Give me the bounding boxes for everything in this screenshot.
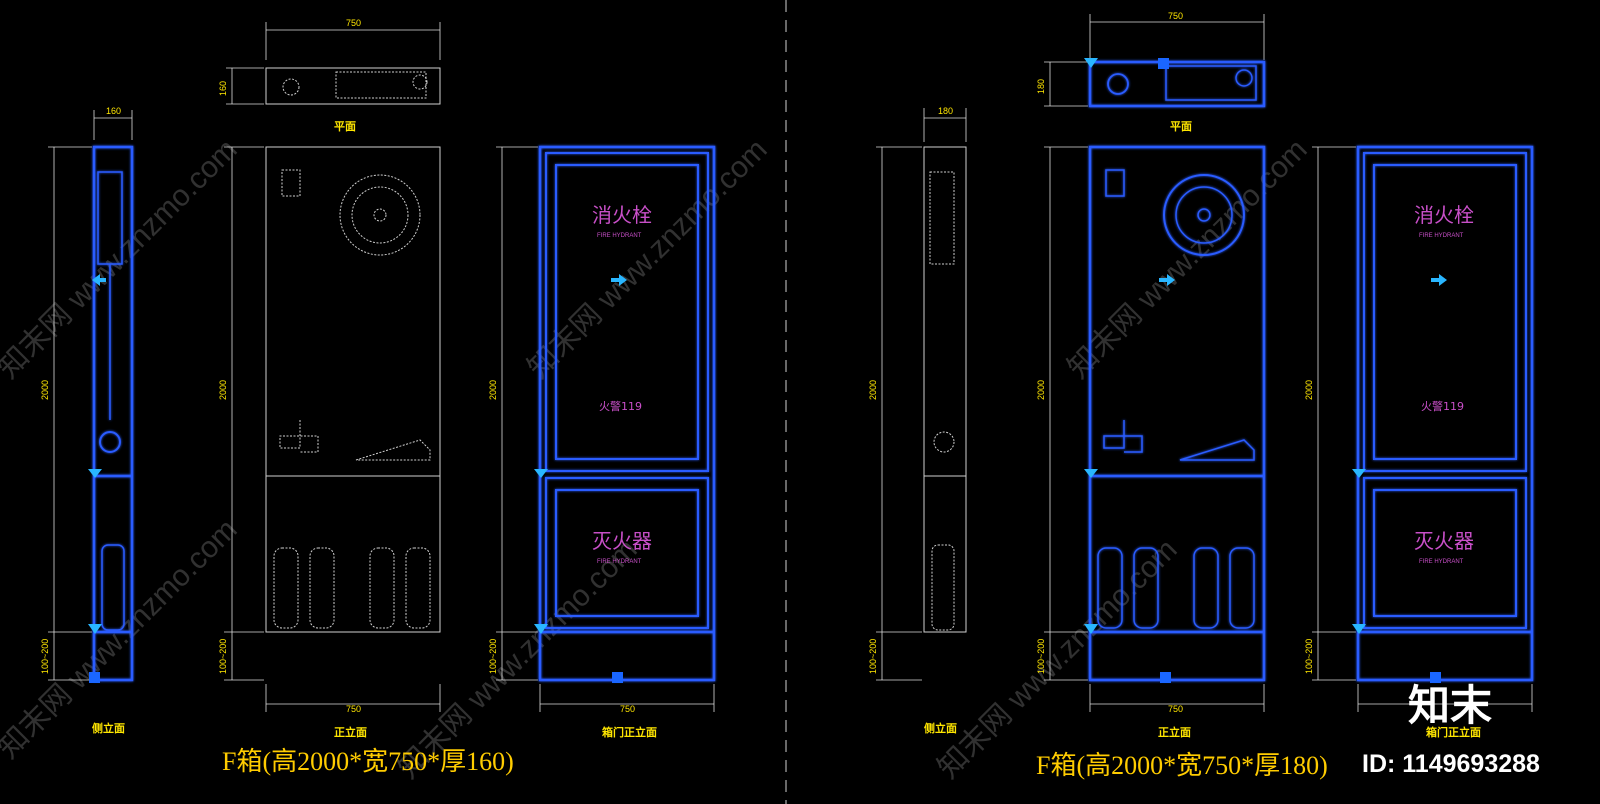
level-marker-icon [534, 469, 548, 478]
front-width-dimension: 750 [346, 704, 361, 714]
left-side-elevation: 160 2000 100~200 侧立面 [40, 106, 134, 735]
side-base-dimension: 100~200 [40, 639, 50, 674]
side-view-label: 侧立面 [92, 721, 125, 735]
door-width-dimension: 750 [620, 704, 635, 714]
front-height-dimension: 2000 [1036, 380, 1046, 400]
level-marker-icon [1352, 624, 1366, 634]
plan-depth-dimension: 180 [1036, 79, 1046, 94]
right-door-elevation: 2000 100~200 消火栓 FIRE HYDRANT 火警119 灭火器 … [1304, 145, 1534, 739]
door-height-dimension: 2000 [1304, 380, 1314, 400]
base-marker-icon [89, 672, 100, 683]
right-plan-view: 750 180 平面 [1036, 11, 1266, 133]
front-width-dimension: 750 [1168, 704, 1183, 714]
extinguisher-sign-subtitle: FIRE HYDRANT [1419, 559, 1464, 565]
left-front-elevation: 2000 100~200 750 正立面 [218, 146, 441, 739]
faint-watermark: 知末网 www.znzmo.com [1062, 133, 1314, 385]
brand-logo-text: 知末 [1408, 682, 1492, 729]
base-marker-icon [612, 672, 623, 683]
front-view-label: 正立面 [1158, 725, 1191, 739]
plan-view-label: 平面 [334, 120, 356, 133]
alarm-sign: 火警119 [599, 399, 642, 413]
left-sheet-title: F箱(高2000*宽750*厚160) [222, 747, 514, 776]
level-marker-icon [1084, 58, 1098, 68]
front-height-dimension: 2000 [218, 380, 228, 400]
left-sheet: 750 160 平面 160 2000 100~200 [40, 18, 716, 776]
front-view-label: 正立面 [334, 725, 367, 739]
brand-watermark: 知末 ID: 1149693288 [1362, 682, 1540, 778]
image-id-text: ID: 1149693288 [1362, 750, 1540, 778]
hose-reel-icon [339, 174, 421, 256]
door-view-label: 箱门正立面 [602, 725, 657, 739]
door-base-dimension: 100~200 [488, 639, 498, 674]
plan-depth-dimension: 160 [218, 81, 228, 96]
side-width-dimension: 160 [106, 106, 121, 116]
faint-watermark: 知末网 www.znzmo.com [932, 533, 1184, 785]
hydrant-sign-subtitle: FIRE HYDRANT [1419, 233, 1464, 239]
left-door-elevation: 2000 100~200 消火栓 FIRE HYDRANT 火警119 灭火器 … [488, 145, 716, 739]
door-view-label: 箱门正立面 [1426, 725, 1481, 739]
front-arrow-icon [1159, 274, 1175, 286]
door-height-dimension: 2000 [488, 380, 498, 400]
alarm-sign: 火警119 [1421, 399, 1464, 413]
front-base-dimension: 100~200 [1036, 639, 1046, 674]
level-marker-icon [88, 624, 102, 634]
left-plan-view: 750 160 平面 [218, 18, 441, 133]
right-sheet-title: F箱(高2000*宽750*厚180) [1036, 751, 1328, 780]
door-arrow-icon [611, 274, 627, 286]
faint-watermark: 知末网 www.znzmo.com [522, 133, 774, 385]
extinguisher-group [273, 547, 431, 629]
base-marker-icon [1160, 672, 1171, 683]
front-base-dimension: 100~200 [218, 639, 228, 674]
hydrant-sign-title: 消火栓 [1414, 203, 1474, 227]
level-marker-icon [88, 469, 102, 478]
extinguisher-sign-subtitle: FIRE HYDRANT [597, 559, 642, 565]
side-width-dimension: 180 [938, 106, 953, 116]
extinguisher-sign-title: 灭火器 [592, 529, 652, 553]
hose-reel-icon [1163, 174, 1245, 256]
side-height-dimension: 2000 [40, 380, 50, 400]
level-marker-icon [1084, 624, 1098, 634]
hydrant-valve-icon [282, 78, 300, 96]
level-marker-icon [1352, 469, 1366, 478]
side-height-dimension: 2000 [868, 380, 878, 400]
plan-marker-icon [1158, 58, 1169, 69]
extinguisher-sign-title: 灭火器 [1414, 529, 1474, 553]
side-base-dimension: 100~200 [868, 639, 878, 674]
door-arrow-icon [1431, 274, 1447, 286]
door-base-dimension: 100~200 [1304, 639, 1314, 674]
hydrant-sign-subtitle: FIRE HYDRANT [597, 233, 642, 239]
plan-width-dimension: 750 [1168, 11, 1183, 21]
right-front-elevation: 2000 100~200 [1036, 145, 1266, 739]
level-marker-icon [1084, 469, 1098, 478]
hydrant-sign-title: 消火栓 [592, 203, 652, 227]
plan-view-label: 平面 [1170, 120, 1192, 133]
side-arrow-icon [92, 274, 106, 286]
right-sheet: 750 180 平面 180 2000 [868, 11, 1534, 780]
plan-width-dimension: 750 [346, 18, 361, 28]
side-view-label: 侧立面 [924, 721, 957, 735]
base-marker-icon [1430, 672, 1441, 683]
right-side-elevation: 180 2000 100~200 侧立面 [868, 106, 967, 735]
level-marker-icon [534, 624, 548, 634]
